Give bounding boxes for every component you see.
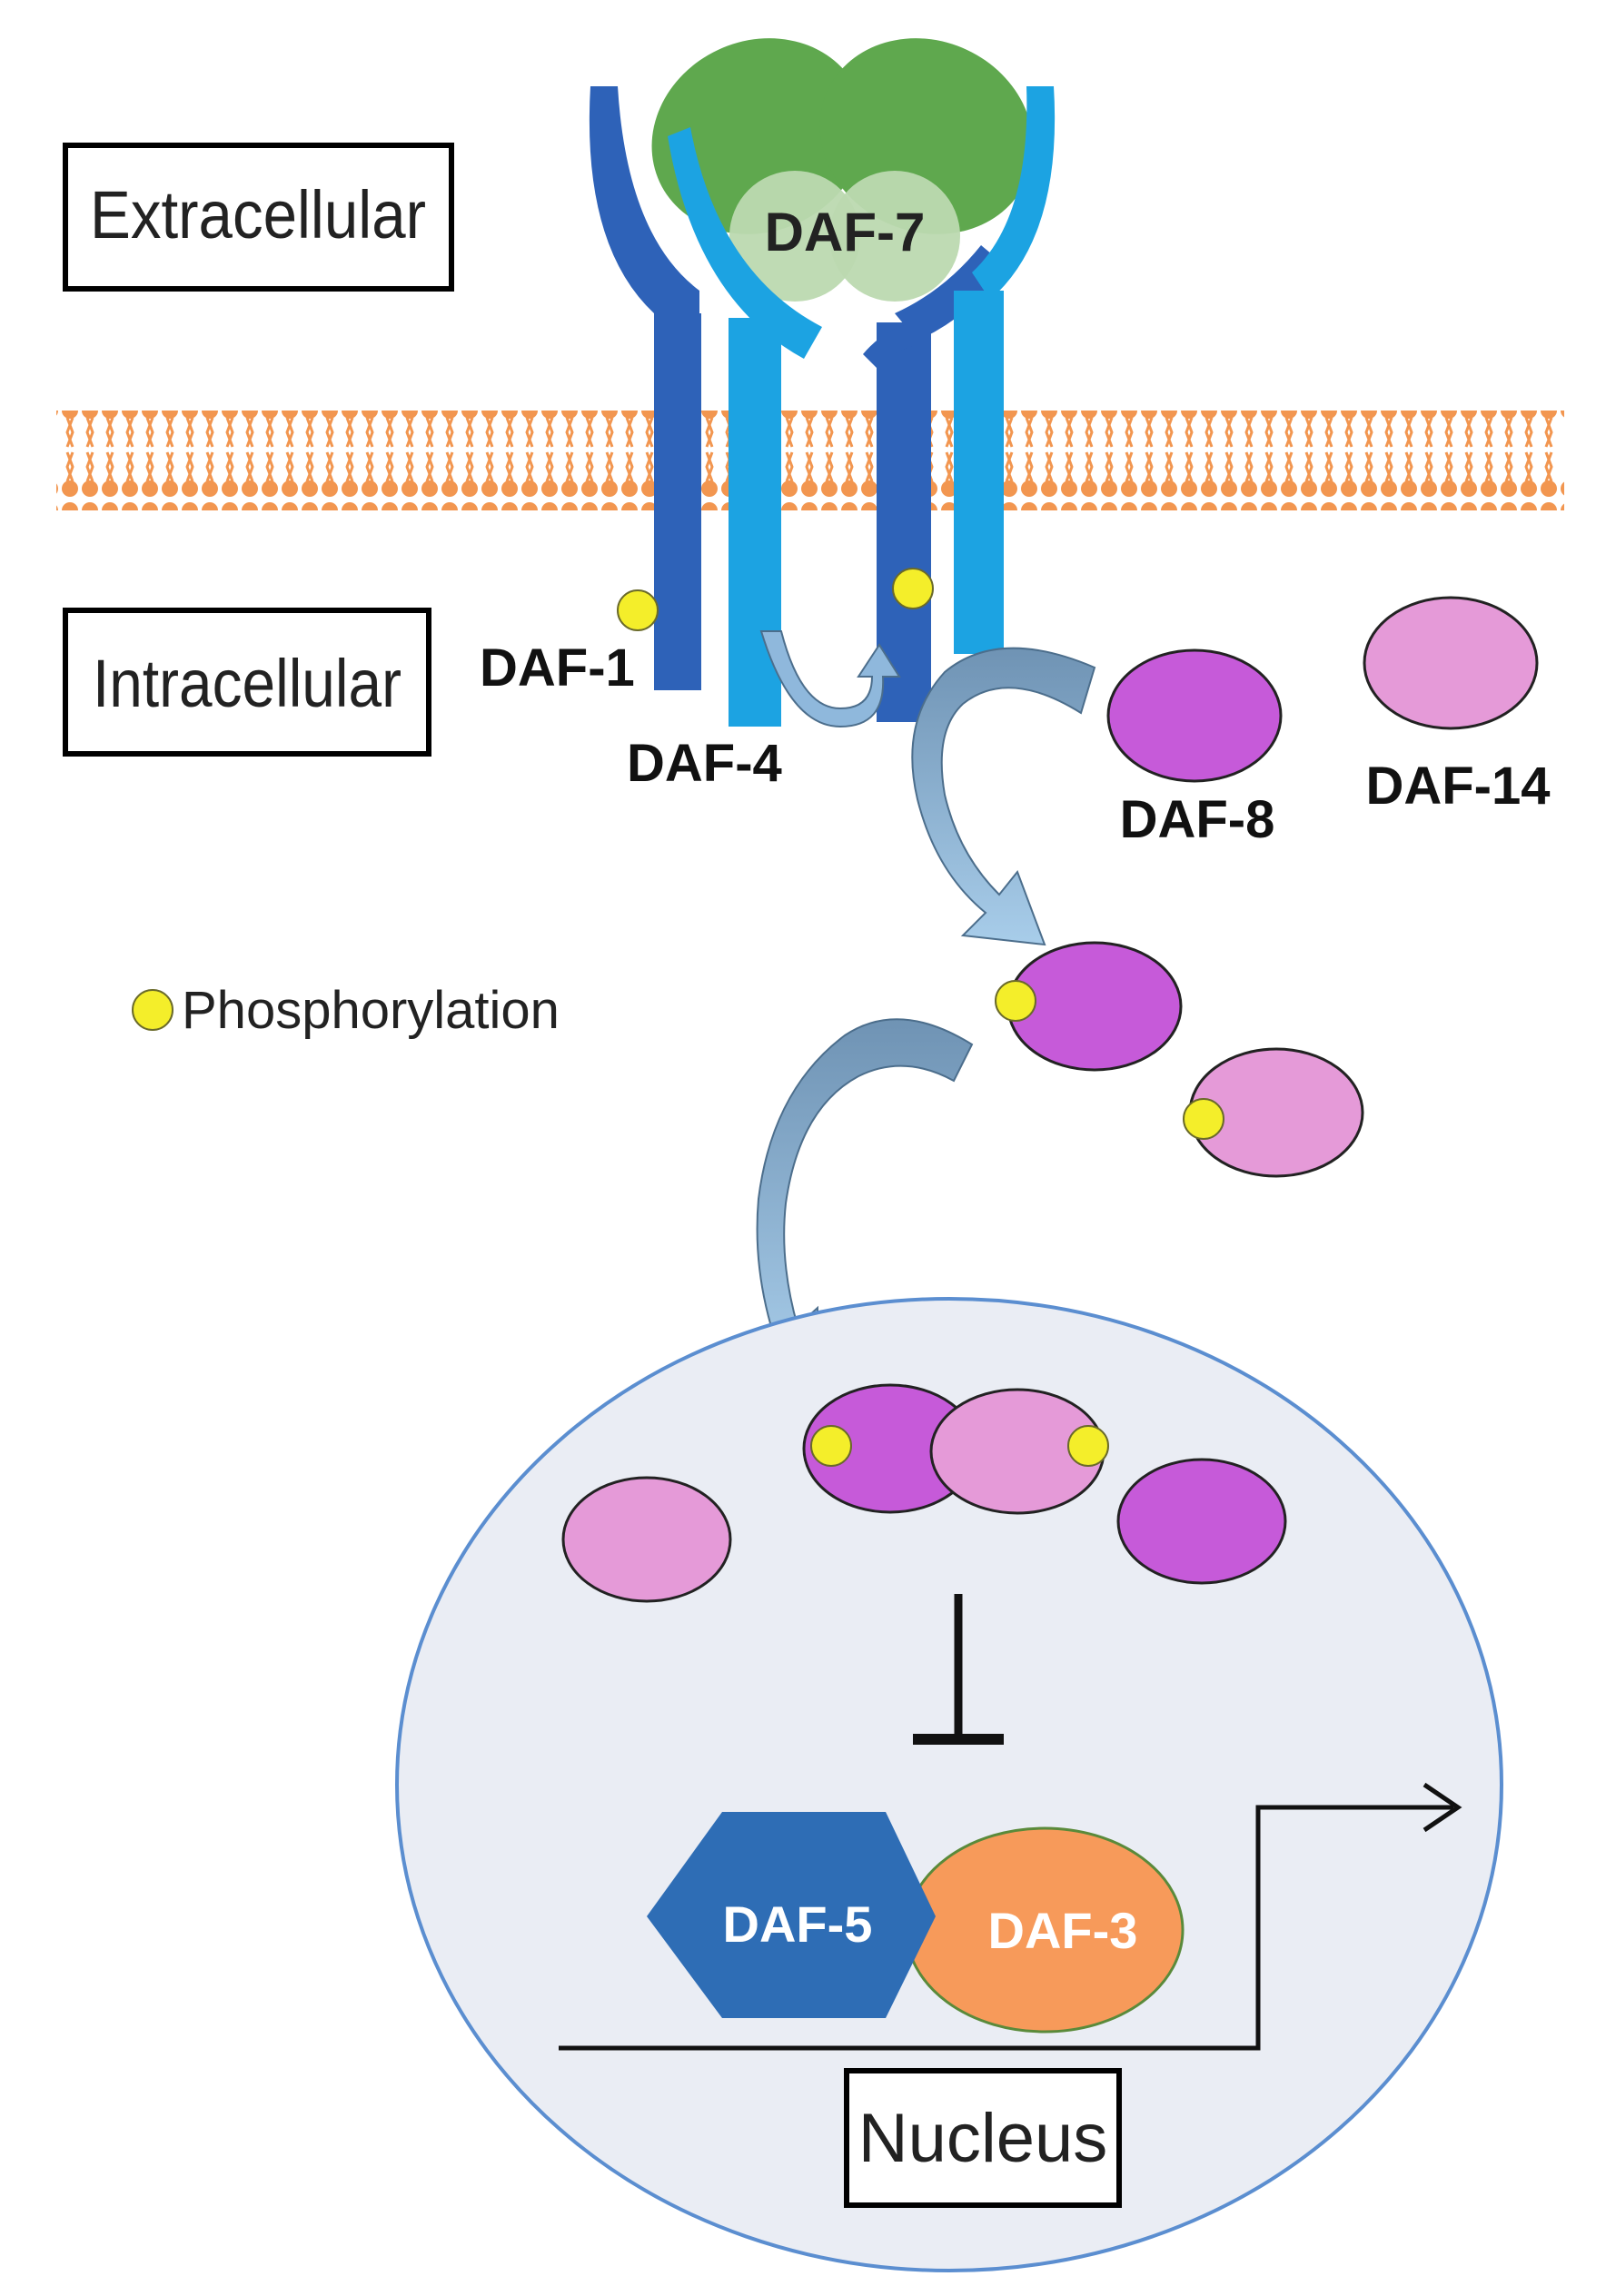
dna-transcription-arrow	[559, 1782, 1462, 2051]
daf7-label: DAF-7	[765, 202, 926, 262]
daf8-label: DAF-8	[1120, 790, 1275, 849]
daf14-nuclear-free	[561, 1476, 732, 1603]
phospho-dot-receptor-right	[892, 568, 934, 609]
daf1-label: DAF-1	[480, 638, 635, 698]
transphosphorylation-arrow	[759, 630, 901, 728]
daf8-nuclear-free	[1116, 1458, 1287, 1585]
daf8-phosphorylated	[995, 941, 1183, 1072]
extracellular-label: Extracellular	[90, 177, 426, 252]
daf4-receptor-right	[954, 86, 1056, 654]
nucleus-label: Nucleus	[858, 2100, 1108, 2177]
daf14-label: DAF-14	[1365, 757, 1550, 816]
intracellular-label: Intracellular	[93, 646, 402, 721]
intracellular-label-box: Intracellular	[63, 608, 431, 757]
daf5-label: DAF-5	[723, 1895, 873, 1953]
nucleus-label-box: Nucleus	[844, 2068, 1122, 2208]
daf4-receptor-left	[668, 127, 822, 727]
daf14-phosphorylated	[1183, 1047, 1364, 1178]
daf8-unphosphorylated	[1106, 648, 1283, 783]
daf14-nuclear-complex-member	[929, 1388, 1109, 1515]
daf5-protein: DAF-5	[647, 1812, 936, 2018]
daf14-unphosphorylated	[1363, 596, 1539, 730]
phospho-dot-daf1	[617, 589, 659, 631]
phosphorylation-arrow-1	[911, 647, 1096, 946]
cell-membrane	[56, 411, 1564, 510]
daf3-label: DAF-3	[988, 1902, 1138, 1959]
daf3-protein: DAF-3	[905, 1826, 1185, 2034]
daf8-nuclear-complex-member	[802, 1383, 978, 1514]
daf1-receptor-left	[589, 86, 701, 690]
inhibition-symbol	[913, 1594, 1004, 1745]
phospho-legend-dot	[132, 989, 173, 1031]
extracellular-label-box: Extracellular	[63, 143, 454, 292]
daf4-label: DAF-4	[627, 734, 782, 793]
phosphorylation-legend-label: Phosphorylation	[182, 981, 560, 1040]
